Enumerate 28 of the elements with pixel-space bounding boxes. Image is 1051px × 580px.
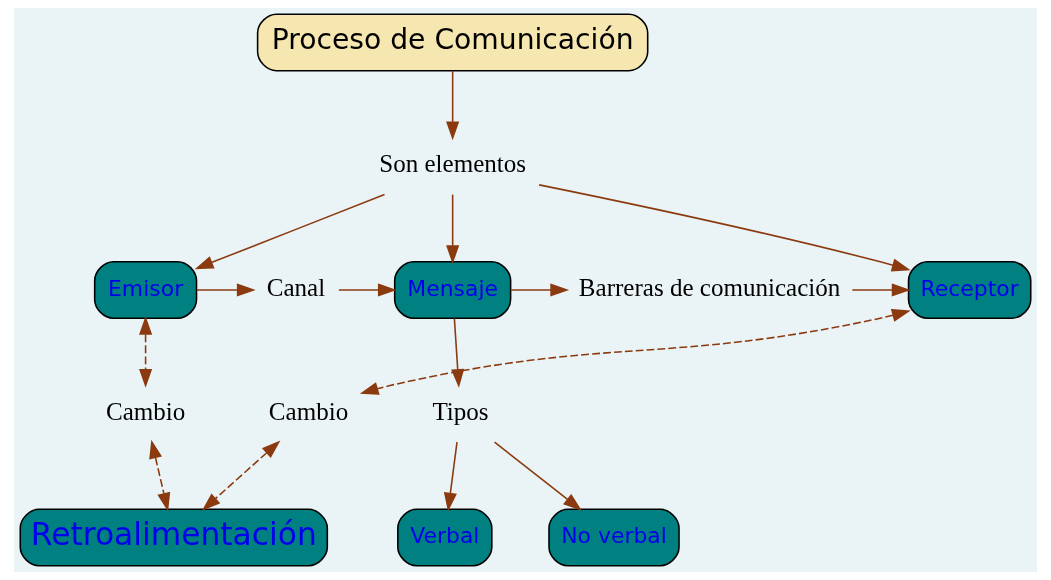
arrow (195, 283, 256, 297)
node-text: Cambio (105, 397, 186, 425)
node-box: Receptor (907, 261, 1032, 319)
arrow (149, 439, 171, 512)
arrow (493, 441, 582, 511)
arrow (451, 317, 465, 388)
arrow (201, 440, 281, 511)
arrow (510, 283, 570, 297)
arrow (443, 441, 458, 512)
node-text: Canal (266, 273, 326, 301)
arrow (851, 283, 911, 297)
node-text: Cambio (268, 397, 349, 425)
node-text: Tipos (432, 397, 489, 425)
node-box: Emisor (93, 261, 198, 319)
node-box: Verbal (397, 508, 493, 567)
arrow (446, 193, 460, 265)
arrow (194, 193, 386, 270)
arrow (338, 283, 397, 297)
arrow (359, 309, 911, 395)
node-box: Mensaje (393, 261, 512, 319)
node-box: Proceso de Comunicación (256, 13, 649, 72)
node-box: No verbal (548, 508, 680, 567)
arrow (446, 70, 460, 141)
arrow (139, 315, 153, 388)
node-box: Retroalimentación (19, 508, 329, 567)
node-text: Son elementos (379, 150, 527, 178)
node-text: Barreras de comunicación (578, 273, 841, 301)
arrow (538, 184, 911, 272)
